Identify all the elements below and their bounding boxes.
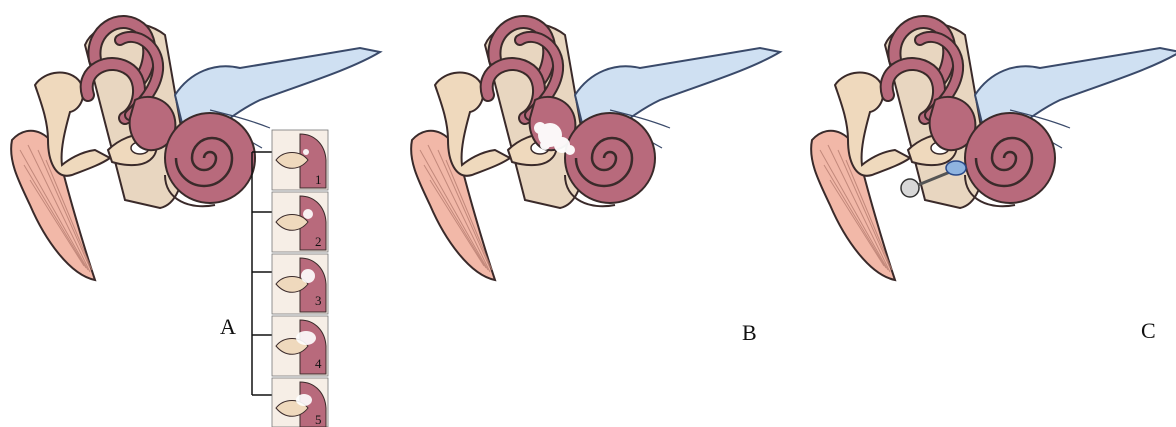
panel-label-c: C: [1141, 318, 1156, 344]
stage-number: 4: [315, 356, 322, 371]
panel-label-b: B: [742, 320, 757, 346]
stage-strip: 1 2 3 4 5: [252, 130, 328, 427]
stage-number: 2: [315, 234, 322, 249]
panel-label-a: A: [220, 314, 236, 340]
stage-number: 3: [315, 293, 322, 308]
panel-b-ear: [411, 22, 780, 280]
stage-number: 1: [315, 172, 322, 187]
stage-number: 5: [315, 412, 322, 427]
panel-c-ear: [811, 22, 1176, 280]
